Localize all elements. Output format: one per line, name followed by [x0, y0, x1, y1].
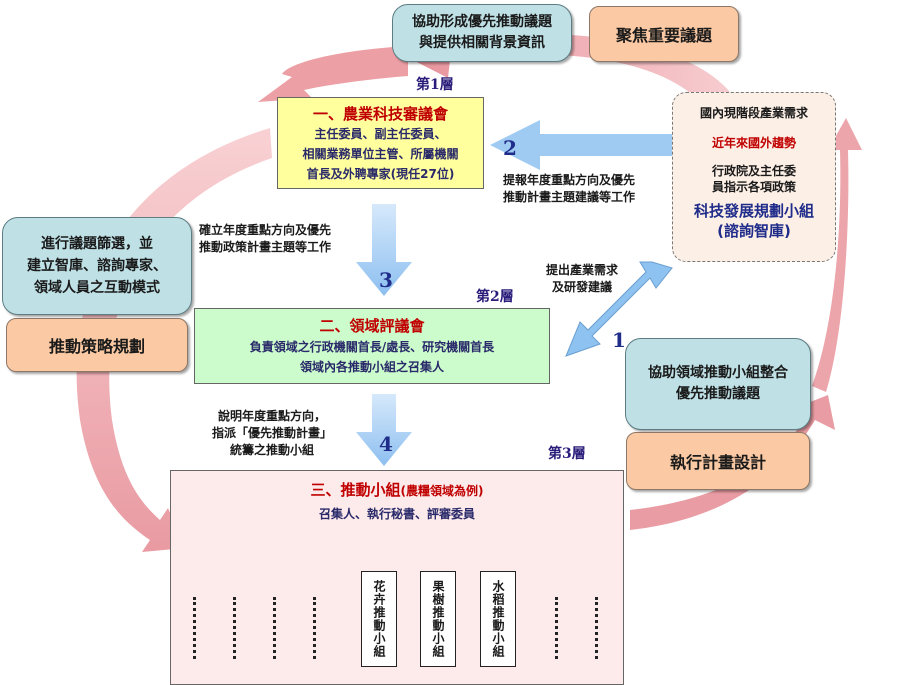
- left-strategy-label: 推動策略規劃: [48, 337, 145, 356]
- agri-tech-council-line2: 相關業務單位主管、所屬機關: [302, 147, 459, 161]
- promotion-group-title-row: 三、推動小組(農糧領域為例): [171, 479, 623, 502]
- think-tank-title: 科技發展規劃小組: [693, 202, 814, 220]
- arrow-4-number: 4: [379, 432, 393, 456]
- arrow-2-shape: [490, 120, 684, 170]
- arrow-1-label: 提出產業需求 及研發建議: [546, 262, 618, 296]
- top-support-line2: 與提供相關背景資訊: [419, 35, 545, 51]
- right-plan-label: 執行計畫設計: [669, 453, 766, 472]
- left-support-line2: 建立智庫、諮詢專家、: [27, 258, 167, 274]
- unnamed-group-dots-5: [555, 597, 558, 659]
- arrow-4-label-line1: 說明年度重點方向，: [218, 409, 327, 423]
- unnamed-group-dots-1: [193, 597, 196, 659]
- left-support-line1: 進行議題篩選，並: [41, 236, 153, 252]
- layer-2-label: 第2層: [476, 289, 514, 305]
- layer-1-label: 第1層: [416, 77, 454, 93]
- think-tank-item-2: 近年來國外趨勢: [711, 136, 796, 150]
- arrow-3-number: 3: [379, 268, 393, 292]
- think-tank-item-3-line1: 行政院及主任委: [711, 164, 796, 178]
- arrow-2-label-line1: 提報年度重點方向及優先: [503, 173, 636, 187]
- domain-council-line1: 負責領域之行政機關首長/處長、研究機關首長: [249, 340, 495, 354]
- layer-3-label: 第3層: [548, 446, 586, 462]
- think-tank-box: 國內現階段產業需求 近年來國外趨勢 行政院及主任委 員指示各項政策 科技發展規劃…: [672, 92, 836, 262]
- arrow-1-number: 1: [612, 328, 626, 352]
- arrow-1-label-line1: 提出產業需求: [546, 263, 619, 277]
- promotion-group-title-note: (農糧領域為例): [400, 484, 484, 498]
- right-support-line2: 優先推動議題: [676, 386, 760, 402]
- arrow-3-label: 確立年度重點方向及優先 推動政策計畫主題等工作: [199, 222, 331, 256]
- left-support-box: 進行議題篩選，並 建立智庫、諮詢專家、 領域人員之互動模式: [2, 217, 192, 315]
- arrow-3-shape: [356, 204, 412, 296]
- cycle-arrow-bottom-right: [630, 395, 835, 530]
- arrow-3-label-line2: 推動政策計畫主題等工作: [199, 240, 332, 254]
- right-plan-box: 執行計畫設計: [626, 432, 810, 490]
- unnamed-group-dots-2: [233, 597, 236, 659]
- cycle-arrow-right: [812, 118, 862, 392]
- arrow-3-label-line1: 確立年度重點方向及優先: [199, 223, 332, 237]
- promotion-group-subtitle: 召集人、執行秘書、評審委員: [318, 507, 475, 521]
- agri-tech-council-line1: 主任委員、副主任委員、: [314, 127, 447, 141]
- arrow-1-shape: [565, 261, 673, 357]
- think-tank-item-3-line2: 員指示各項政策: [711, 180, 796, 194]
- arrow-4-shape: [356, 394, 412, 466]
- flower-group-box: 花卉推動小組: [361, 571, 397, 667]
- arrow-1-label-line2: 及研發建議: [552, 280, 613, 294]
- arrow-2-label: 提報年度重點方向及優先 推動計畫主題建議等工作: [503, 172, 635, 206]
- unnamed-group-dots-6: [595, 597, 598, 659]
- top-support-box: 協助形成優先推動議題 與提供相關背景資訊: [392, 4, 572, 62]
- fruit-group-box: 果樹推動小組: [420, 571, 456, 667]
- rice-group-box: 水稻推動小組: [480, 571, 516, 667]
- domain-council-box: 二、領域評議會 負責領域之行政機關首長/處長、研究機關首長 領域內各推動小組之召…: [194, 308, 550, 384]
- right-support-line1: 協助領域推動小組整合: [648, 365, 788, 381]
- arrow-4-label-line3: 統籌之推動小組: [230, 443, 315, 457]
- arrow-2-label-line2: 推動計畫主題建議等工作: [503, 190, 636, 204]
- right-support-box: 協助領域推動小組整合 優先推動議題: [625, 338, 811, 430]
- domain-council-title: 二、領域評議會: [319, 317, 425, 335]
- unnamed-group-dots-3: [273, 597, 276, 659]
- domain-council-line2: 領域內各推動小組之召集人: [299, 360, 444, 374]
- agri-tech-council-box: 一、農業科技審議會 主任委員、副主任委員、 相關業務單位主管、所屬機關 首長及外…: [277, 97, 484, 189]
- left-support-line3: 領域人員之互動模式: [34, 280, 160, 296]
- arrow-4-label-line2: 指派「優先推動計畫」: [212, 426, 333, 440]
- unnamed-group-dots-4: [313, 597, 316, 659]
- think-tank-subtitle: (諮詢智庫): [717, 222, 791, 240]
- arrow-4-label: 說明年度重點方向， 指派「優先推動計畫」 統籌之推動小組: [212, 408, 332, 459]
- think-tank-item-1: 國內現階段產業需求: [699, 106, 808, 120]
- top-focus-box: 聚焦重要議題: [589, 6, 739, 62]
- agri-tech-council-line3: 首長及外聘專家(現任27位): [306, 167, 455, 181]
- promotion-group-title: 三、推動小組: [310, 481, 401, 499]
- top-focus-label: 聚焦重要議題: [615, 26, 712, 45]
- left-strategy-box: 推動策略規劃: [6, 318, 188, 372]
- arrow-2-number: 2: [503, 136, 517, 160]
- agri-tech-council-title: 一、農業科技審議會: [312, 105, 448, 123]
- cycle-arrow-top-left: [258, 46, 408, 102]
- top-support-line1: 協助形成優先推動議題: [412, 14, 552, 30]
